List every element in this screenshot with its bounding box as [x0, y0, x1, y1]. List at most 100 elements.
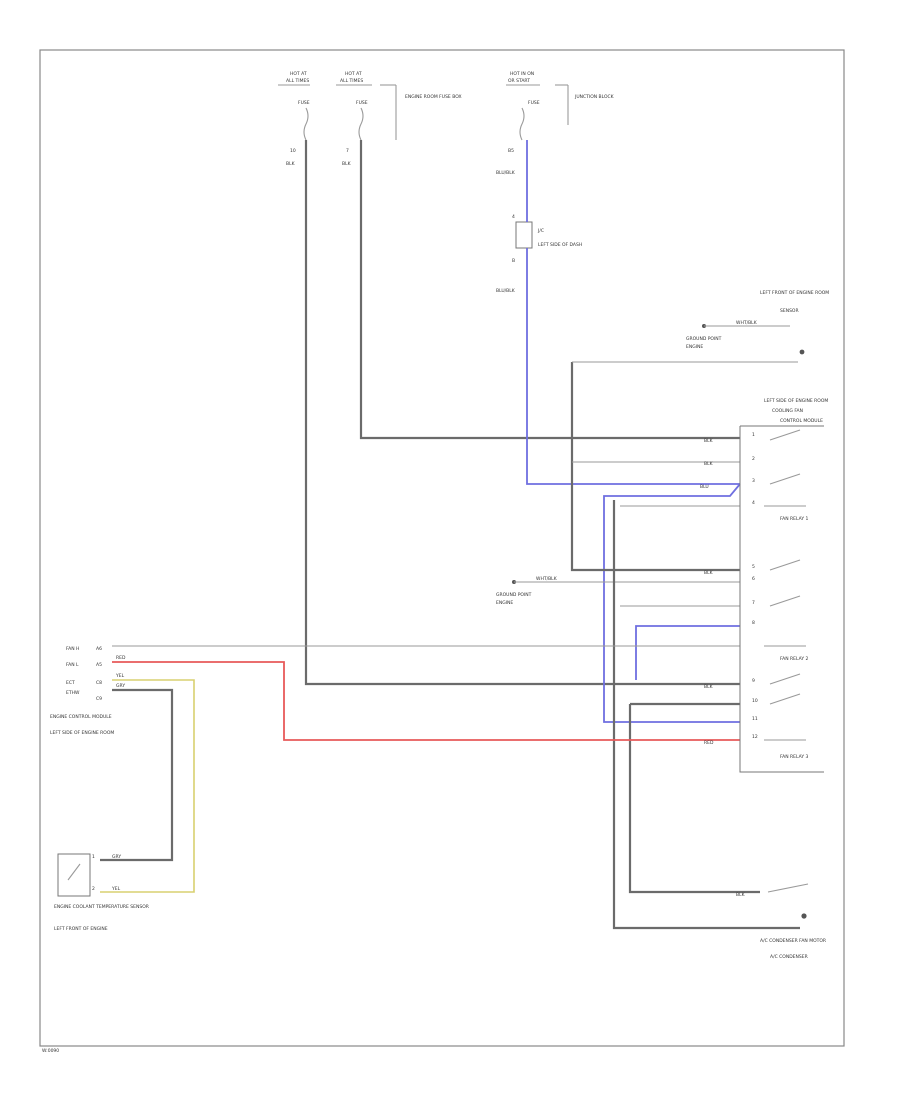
fuse-b-title: HOT AT: [345, 71, 362, 77]
sensor-pin-1: 1: [92, 854, 95, 860]
ecm-sig-a: FAN H: [66, 646, 79, 652]
ground-a: GROUND POINT: [686, 336, 722, 342]
sensor-loc: LEFT FRONT OF ENGINE: [54, 926, 108, 932]
fuse-a-name: FUSE: [298, 100, 310, 106]
fan-motor-name: A/C CONDENSER FAN MOTOR: [760, 938, 826, 944]
pin-8: 8: [752, 620, 755, 626]
tag-ecm-red: RED: [116, 655, 126, 661]
relay-block: JUNCTION BLOCK: [574, 94, 615, 100]
wire-b-color: BLK: [342, 161, 352, 167]
pin-10: 10: [752, 698, 758, 704]
module-outline: [739, 426, 824, 773]
splice-desc: LEFT SIDE OF DASH: [538, 242, 582, 248]
coolant-sensor-box: [57, 853, 91, 897]
pin-2: 2: [752, 456, 755, 462]
ground-a-sub: ENGINE: [686, 344, 703, 350]
tag-wire-e2: WHT/BLK: [536, 576, 558, 582]
fuse-a-symbol: [303, 107, 309, 141]
pin-6: 6: [752, 576, 755, 582]
footer-code: W:0090: [42, 1048, 59, 1054]
pin-5: 5: [752, 564, 755, 570]
lf-sensor-title: LEFT FRONT OF ENGINE ROOM: [760, 290, 829, 296]
fan-motor-loc: A/C CONDENSER: [770, 954, 808, 960]
wire-a-color: BLK: [286, 161, 296, 167]
wire-blue-relay2: [635, 625, 740, 680]
splice-box: [515, 221, 533, 249]
ground-b-sub: ENGINE: [496, 600, 513, 606]
pin-4: 4: [752, 500, 755, 506]
wire-b-num: 7: [346, 148, 349, 154]
ecm-pin-b: A5: [96, 662, 102, 668]
diagram-border: [39, 49, 845, 1047]
fuse-a-sub: ALL TIMES: [286, 78, 309, 84]
fan-motor-icon: [801, 913, 807, 919]
wire-blue-feed-main: [526, 248, 740, 485]
relay-1: FAN RELAY 1: [780, 516, 809, 522]
wire-fan-motor-feed: [612, 500, 800, 930]
wire-e-color: WHT/BLK: [736, 320, 758, 326]
module-title: LEFT SIDE OF ENGINE ROOM: [764, 398, 828, 404]
ecm-pin-a: A6: [96, 646, 102, 652]
tag-fan-wire: BLK: [736, 892, 746, 898]
sensor-name: ENGINE COOLANT TEMPERATURE SENSOR: [54, 904, 149, 910]
wire-fan-motor-ground: [628, 704, 760, 894]
tag-wire-a: BLK: [704, 438, 714, 444]
relay-2-contact-a: [769, 559, 801, 571]
relay-2-contact-b: [769, 595, 801, 607]
tag-wire-a2: BLK: [704, 461, 714, 467]
wire-yellow-sensor: [100, 679, 195, 893]
wire-fuse-b-to-relay1: [359, 140, 740, 440]
ecm-sig-c: ECT: [66, 680, 75, 686]
tag-ecm-gry: GRY: [116, 683, 125, 689]
lf-sensor-sub: SENSOR: [780, 308, 799, 314]
pin-9: 9: [752, 678, 755, 684]
wire-d-color: BLU/BLK: [496, 288, 516, 294]
relay-fuse-symbol: [519, 107, 525, 141]
ground-b: GROUND POINT: [496, 592, 532, 598]
pin-3: 3: [752, 478, 755, 484]
relay-1-contact-b: [769, 473, 801, 485]
sensor-pin-2: 2: [92, 886, 95, 892]
splice-pin-b: B: [512, 258, 515, 264]
relay-3-contact-a: [769, 673, 801, 685]
pin-11: 11: [752, 716, 758, 722]
tag-sensor-gry: GRY: [112, 854, 121, 860]
ecm-sig-d: ETHW: [66, 690, 80, 696]
relay-3-contact-b: [769, 693, 801, 705]
wire-blue-relay3: [603, 483, 741, 723]
tag-wire-a4: BLK: [704, 684, 714, 690]
splice-name: J/C: [537, 228, 544, 234]
fuse-a-title: HOT AT: [290, 71, 307, 77]
fuse-b-name: FUSE: [356, 100, 368, 106]
fuse-box-name: ENGINE ROOM FUSE BOX: [405, 94, 462, 100]
ecm-pin-c: C8: [96, 680, 102, 686]
tag-wire-a3: BLK: [704, 570, 714, 576]
ecm-loc: LEFT SIDE OF ENGINE ROOM: [50, 730, 114, 736]
tag-sensor-yel: YEL: [111, 886, 121, 892]
tag-ecm-yel: YEL: [115, 673, 125, 679]
coolant-sensor-symbol: [67, 863, 81, 881]
fan-motor-switch: [767, 883, 809, 893]
pin-12: 12: [752, 734, 758, 740]
relay-fuse-name: FUSE: [528, 100, 540, 106]
wire-a-num: 10: [290, 148, 296, 154]
relay-3: FAN RELAY 3: [780, 754, 809, 760]
relay-2: FAN RELAY 2: [780, 656, 809, 662]
wire-gray-sensor: [100, 688, 174, 862]
sensor-icon: [799, 349, 805, 355]
relay-1-contact-a: [769, 429, 801, 441]
wire-ground-bus: [570, 362, 740, 572]
wire-c-num: B5: [508, 148, 514, 154]
pin-1: 1: [752, 432, 755, 438]
wire-c-color: BLU/BLK: [496, 170, 516, 176]
ecm-pin-d: C9: [96, 696, 102, 702]
splice-pin-a: 4: [512, 214, 515, 220]
module-name: CONTROL MODULE: [780, 418, 823, 424]
pin-7: 7: [752, 600, 755, 606]
hot-run-title: HOT IN ON: [510, 71, 534, 77]
module-sub: COOLING FAN: [772, 408, 803, 414]
tag-wire-f: BLU: [700, 484, 709, 490]
tag-wire-red: RED: [704, 740, 714, 746]
